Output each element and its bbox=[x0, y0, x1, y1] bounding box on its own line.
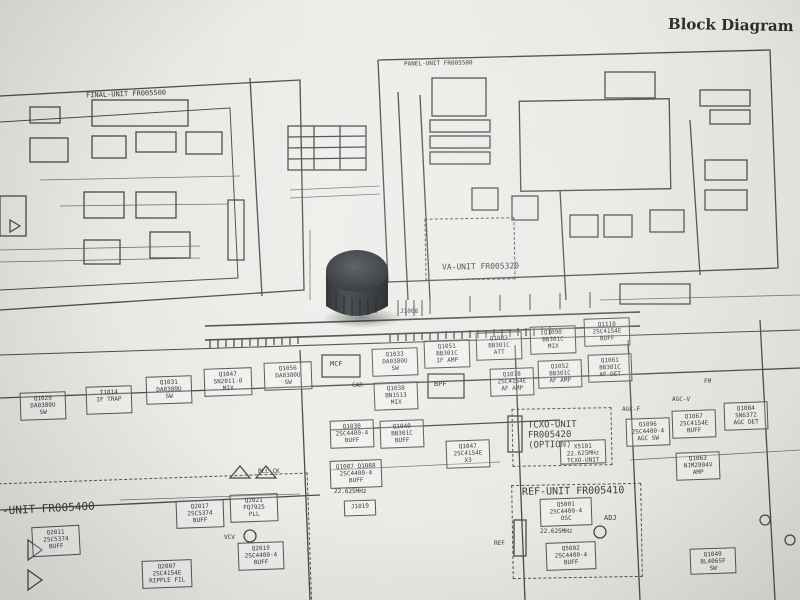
adj-label: ADJ bbox=[604, 514, 617, 522]
ref-label: REF bbox=[494, 540, 505, 547]
bpf-label: BPF bbox=[434, 380, 447, 388]
ref-freq-label: 22.625MHz bbox=[540, 528, 573, 535]
vcv-label: VCV bbox=[224, 534, 235, 541]
fm-label: FM bbox=[704, 378, 712, 385]
pll-ck-label: PLL CK bbox=[258, 468, 280, 475]
agc-v-label: AGC-V bbox=[672, 396, 691, 403]
mcf-label: MCF bbox=[330, 360, 343, 368]
agc-f-label: AGC-F bbox=[622, 406, 641, 413]
freq-label: 22.625MHz bbox=[334, 488, 367, 495]
connector-label: J1008 bbox=[400, 308, 419, 315]
car-label: CAR bbox=[352, 382, 363, 389]
